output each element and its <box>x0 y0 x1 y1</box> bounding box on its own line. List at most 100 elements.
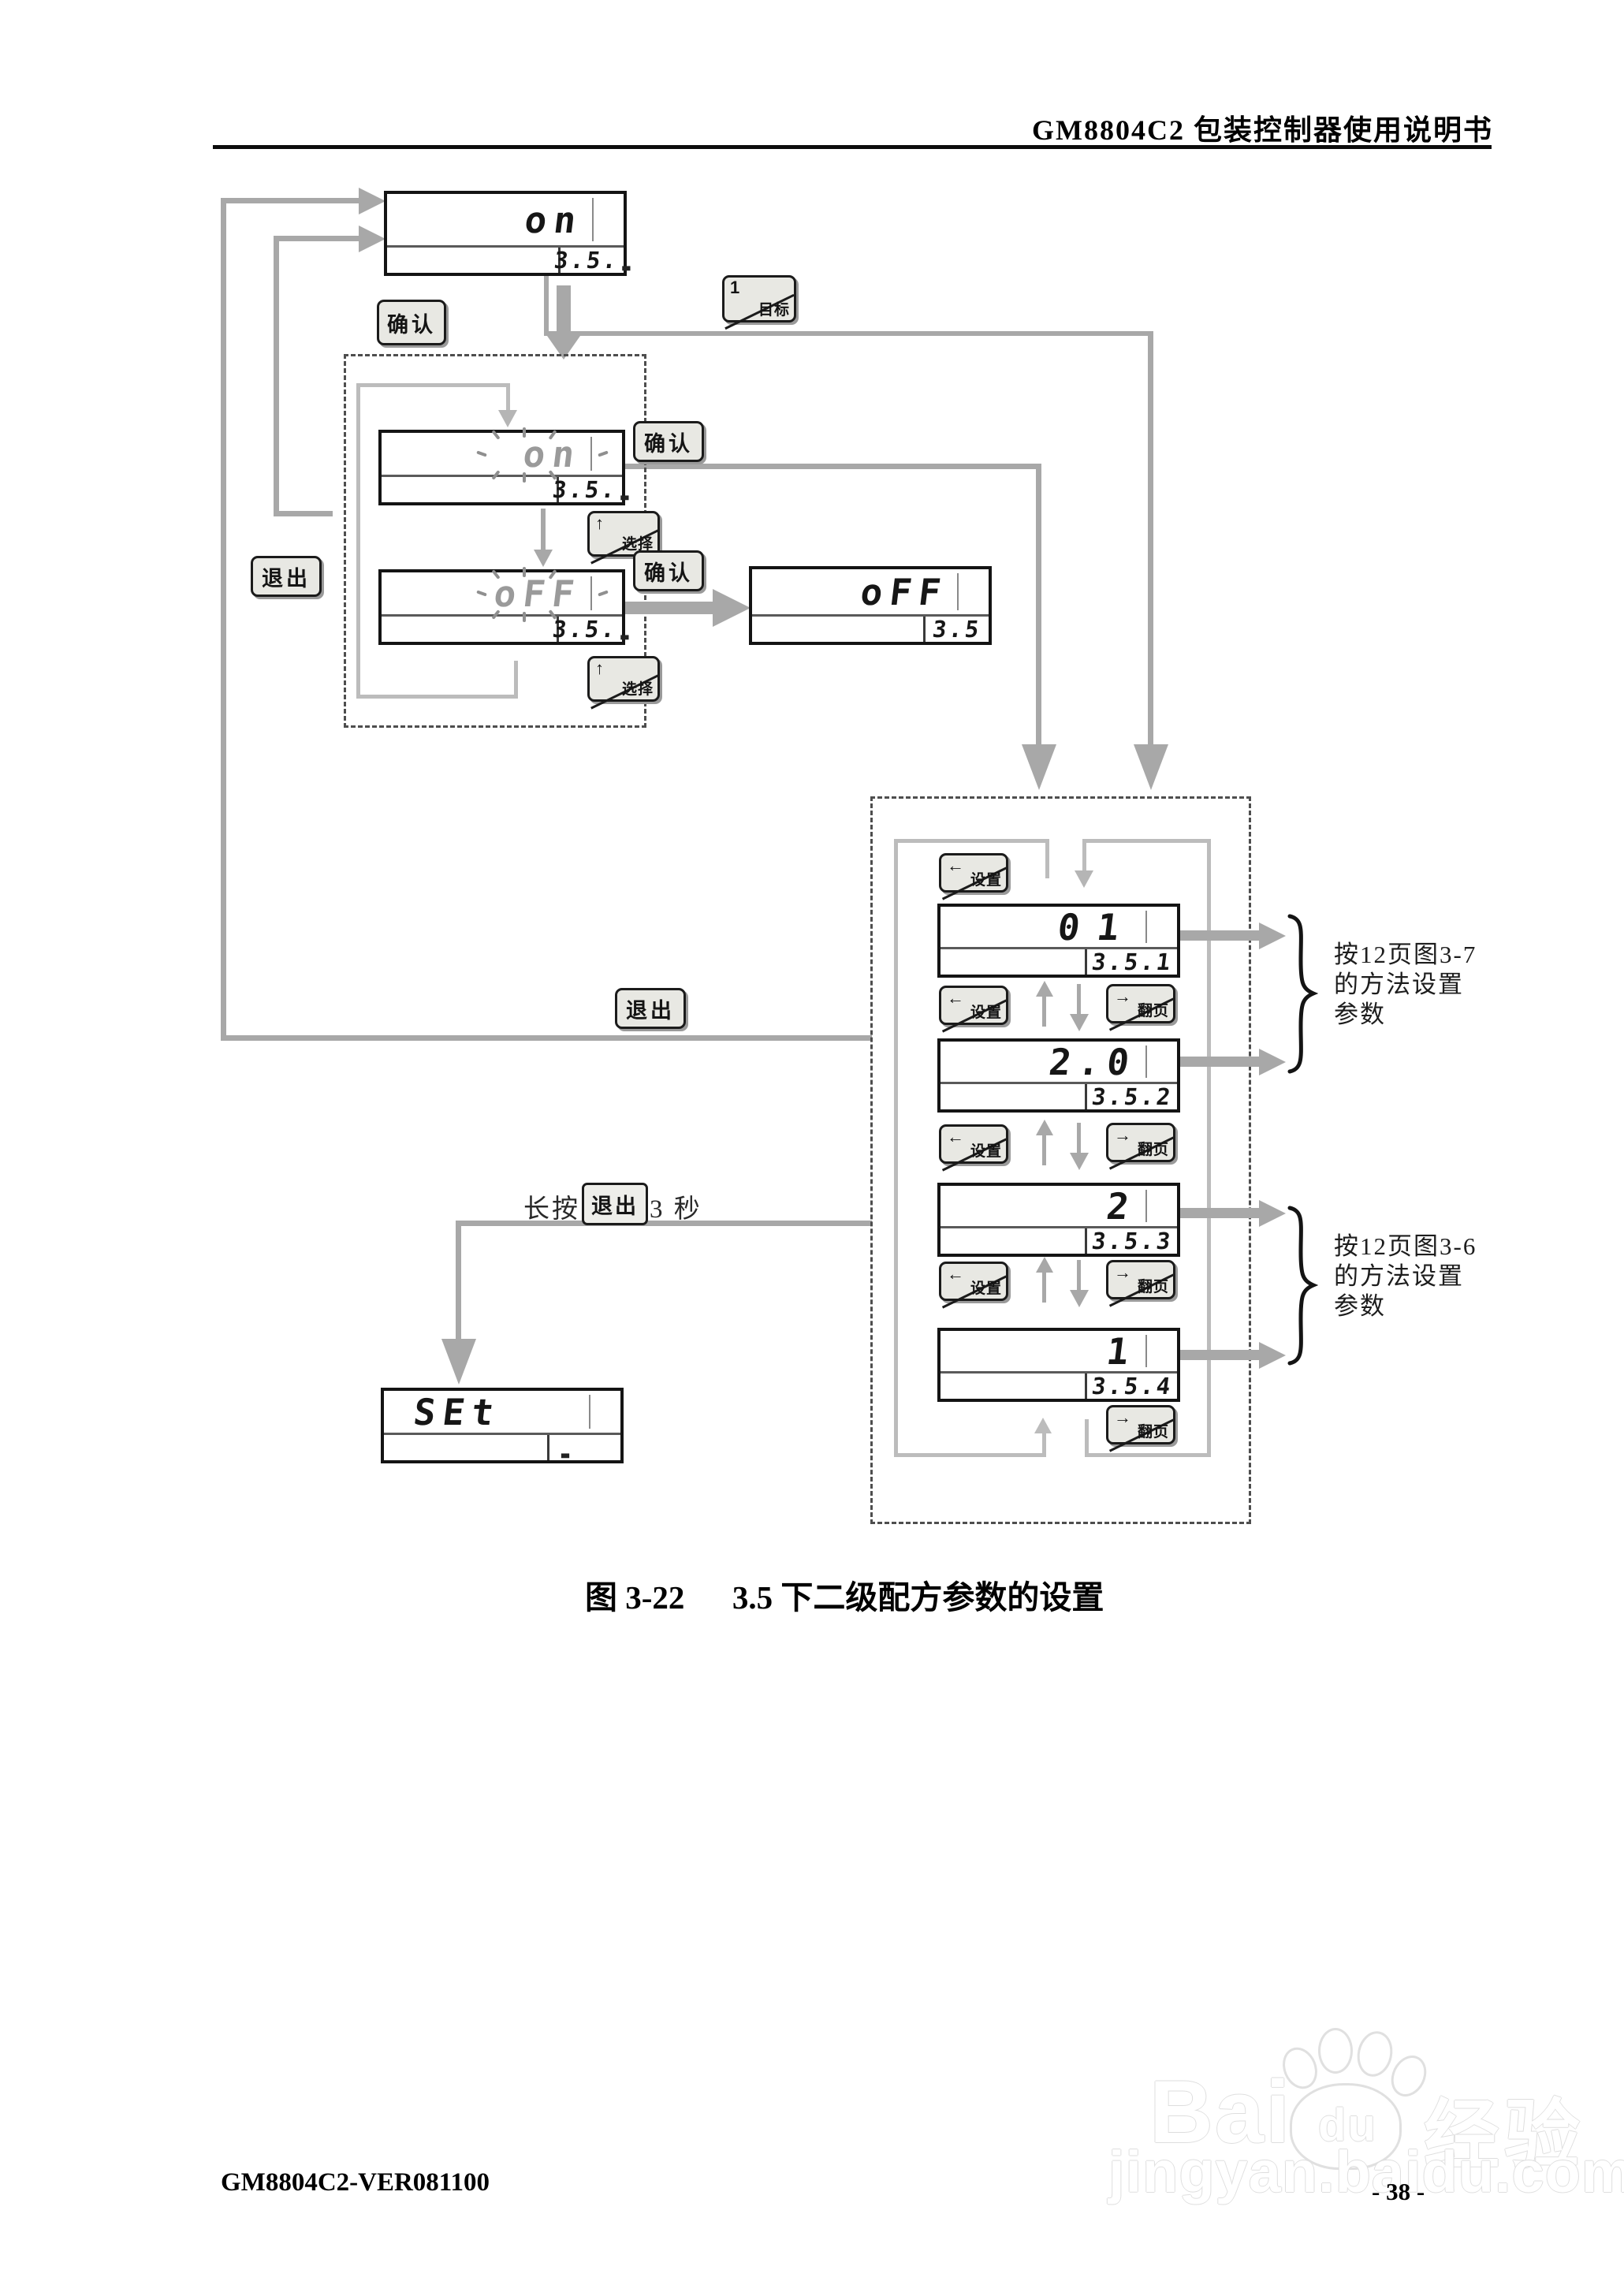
long-press-prefix: 长按 <box>523 1195 580 1224</box>
exit-button-label: 退出 <box>626 998 675 1023</box>
flash-rays <box>476 567 609 622</box>
page-turn-button-label: 翻页 <box>1137 1142 1169 1158</box>
figure-number: 图 3-22 <box>585 1579 685 1616</box>
lcd-divider <box>1145 1046 1147 1078</box>
lcd-sub-value: 3.5. <box>550 475 619 503</box>
lcd-display-param3: 2 3.5.3 <box>937 1183 1180 1257</box>
confirm-button-3[interactable]: 确认 <box>633 550 704 591</box>
flow-arrowhead <box>359 226 386 252</box>
lcd-sub-value: 3.5.2 <box>1089 1083 1175 1110</box>
lcd-main-value: 1 <box>1104 1329 1139 1373</box>
note-line: 参数 <box>1334 1001 1386 1028</box>
exit-button-middle[interactable]: 退出 <box>615 988 686 1029</box>
flow-line <box>1174 1350 1261 1360</box>
loop-arrowhead <box>498 410 517 427</box>
loop-line <box>506 383 510 412</box>
lcd-divider <box>957 573 959 610</box>
page-turn-button-label: 翻页 <box>1137 1279 1169 1295</box>
left-arrow-icon: ← <box>947 1264 964 1284</box>
lcd-divider <box>1145 911 1147 943</box>
select-button-label: 选择 <box>621 681 654 698</box>
flow-line <box>274 236 361 241</box>
exit-button-left[interactable]: 退出 <box>251 556 322 597</box>
setup-button-2[interactable]: ← 设置 <box>939 986 1008 1033</box>
loop-line <box>1084 839 1211 843</box>
setup-button-3[interactable]: ← 设置 <box>939 1124 1008 1172</box>
loop-line <box>894 839 898 1457</box>
down-arrow-icon <box>1070 1290 1089 1307</box>
flow-line <box>541 509 546 551</box>
brace-icon <box>1287 914 1318 1074</box>
loop-line <box>1045 839 1049 878</box>
lcd-sub-value: 3.5.4 <box>1089 1372 1175 1400</box>
left-arrow-icon: ← <box>947 1127 964 1146</box>
exit-button-inline[interactable]: 退出 <box>582 1183 648 1225</box>
lcd-display-param4: 1 3.5.4 <box>937 1328 1180 1402</box>
exit-button-label: 退出 <box>262 566 311 591</box>
lcd-main-value: 2 <box>1104 1184 1139 1228</box>
setup-button-4[interactable]: ← 设置 <box>939 1262 1008 1309</box>
watermark-du: du <box>1318 2100 1377 2151</box>
paw-icon <box>1353 2028 1397 2080</box>
page-turn-button-label: 翻页 <box>1137 1424 1169 1441</box>
flow-arrowhead <box>713 589 751 627</box>
lcd-display-set: SEt ▃ <box>381 1388 624 1463</box>
note-figure-3-7: 按12页图3-7 的方法设置 参数 <box>1334 940 1477 1030</box>
flash-rays <box>476 427 609 483</box>
right-arrow-icon: → <box>1114 1125 1131 1145</box>
up-arrow-icon <box>1042 1271 1046 1303</box>
lcd-divider <box>1145 1190 1147 1222</box>
flow-line <box>623 602 716 614</box>
select-button-label: 选择 <box>621 536 654 553</box>
lcd-divider <box>592 198 594 241</box>
select-button-2[interactable]: ↑ 选择 <box>587 656 660 710</box>
confirm-button-2[interactable]: 确认 <box>633 421 704 462</box>
target-button[interactable]: 1 目标 <box>722 275 796 330</box>
watermark-url: jingyan.baidu.com <box>1108 2139 1624 2205</box>
flow-line <box>544 331 1153 336</box>
note-line: 按12页图3-7 <box>1334 941 1477 968</box>
down-arrow-icon <box>1070 1014 1089 1031</box>
brace-icon <box>1287 1206 1318 1366</box>
down-arrow-icon <box>1070 1153 1089 1170</box>
page-turn-button-3[interactable]: → 翻页 <box>1106 1260 1175 1307</box>
loop-line <box>894 1453 1045 1457</box>
select-button-1[interactable]: ↑ 选择 <box>587 511 660 565</box>
setup-button-label: 设置 <box>970 1143 1002 1160</box>
params-frame <box>870 796 1251 1524</box>
confirm-button-label: 确认 <box>387 312 436 337</box>
page-turn-button-2[interactable]: → 翻页 <box>1106 1123 1175 1170</box>
figure-title: 3.5 下二级配方参数的设置 <box>732 1579 1104 1616</box>
confirm-button-1[interactable]: 确认 <box>377 300 446 345</box>
loop-line <box>1085 1419 1089 1457</box>
page-title: GM8804C2 包装控制器使用说明书 <box>1032 114 1493 146</box>
lcd-main-value: SEt <box>411 1390 504 1433</box>
lcd-cursor: ▃ <box>622 259 631 270</box>
left-arrow-icon: ← <box>947 855 964 875</box>
lcd-divider <box>1145 1335 1147 1367</box>
lcd-display-param1: 01 3.5.1 <box>937 904 1180 978</box>
lcd-divider <box>590 437 592 471</box>
flow-arrowhead <box>359 188 386 214</box>
loop-arrowhead <box>1034 1418 1052 1433</box>
flow-line <box>274 236 279 516</box>
note-line: 参数 <box>1334 1292 1386 1320</box>
up-arrow-icon <box>1042 995 1046 1027</box>
up-arrow-icon: ↑ <box>595 658 604 678</box>
page-turn-button-4[interactable]: → 翻页 <box>1106 1405 1175 1452</box>
loop-line <box>356 695 518 699</box>
flow-line <box>1174 1208 1261 1218</box>
page-turn-button-1[interactable]: → 翻页 <box>1106 984 1175 1031</box>
up-arrow-icon <box>1036 1120 1053 1135</box>
lcd-sub-value: 3.5. <box>550 615 619 643</box>
flow-arrowhead <box>534 550 553 567</box>
loop-line <box>514 661 518 699</box>
lcd-display-main: on 3.5.▃ <box>384 191 631 276</box>
setup-button-label: 设置 <box>970 1280 1002 1297</box>
setup-button-1[interactable]: ← 设置 <box>939 853 1008 900</box>
lcd-cursor: ▃ <box>561 1446 569 1458</box>
exit-button-label: 退出 <box>591 1194 639 1218</box>
up-arrow-icon <box>1036 981 1053 997</box>
setup-button-label: 设置 <box>970 872 1002 889</box>
